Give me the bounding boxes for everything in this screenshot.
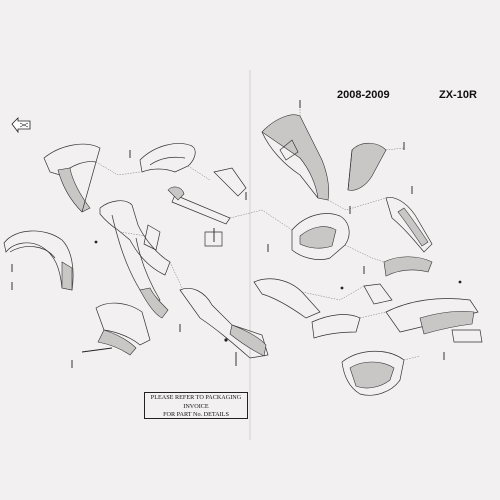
meter-stay (167, 186, 231, 247)
small-bracket (143, 167, 247, 251)
note-line-1: PLEASE REFER TO PACKAGING INVOICE (150, 394, 242, 410)
note-line-2: FOR PART No. DETAILS (163, 411, 229, 418)
lower-inner-duct (81, 302, 151, 356)
inner-cowl-center (291, 213, 350, 260)
fasteners (11, 100, 462, 368)
inner-upper-cowl (43, 143, 101, 213)
upper-cowl (261, 114, 330, 201)
arrow-icon (11, 117, 31, 134)
packaging-note-box: PLEASE REFER TO PACKAGING INVOICE FOR PA… (144, 392, 248, 419)
model-year-range: 2008-2009 (337, 89, 390, 101)
fender-cover (139, 143, 196, 173)
model-name: ZX-10R (439, 89, 477, 101)
right-inner-panel (385, 197, 433, 253)
side-cowl-right (347, 142, 387, 191)
side-lower-fairing (179, 288, 269, 366)
right-lower-fairing (385, 298, 483, 343)
front-fender (3, 230, 74, 291)
lower-cowl-center (253, 278, 361, 339)
right-middle-fairing (363, 256, 433, 305)
belly-pan (341, 350, 405, 396)
inner-fairing-panel (99, 200, 171, 319)
